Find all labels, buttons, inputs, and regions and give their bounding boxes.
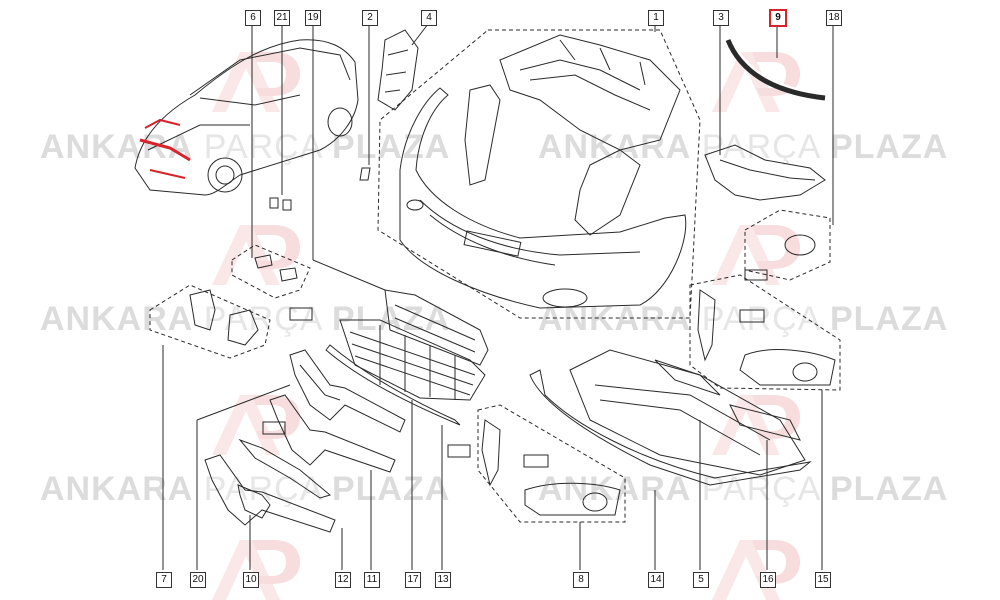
- callout-21[interactable]: 21: [274, 10, 290, 26]
- callout-3[interactable]: 3: [713, 10, 729, 26]
- bracket-right: [574, 149, 641, 236]
- leader-lines: [162, 23, 834, 570]
- part-19-grille: [384, 289, 489, 366]
- front-bumper-cover: [399, 87, 687, 309]
- callout-9-selected[interactable]: 9: [769, 9, 787, 27]
- part-7-group: [149, 284, 271, 359]
- part-4-bracket: [377, 29, 419, 111]
- part-2-clip: [359, 167, 371, 181]
- callout-7[interactable]: 7: [156, 572, 172, 588]
- callout-19[interactable]: 19: [305, 10, 321, 26]
- part-11-frame: [269, 394, 396, 473]
- callout-2[interactable]: 2: [362, 10, 378, 26]
- car-illustration: [134, 39, 359, 196]
- watermark-logo: [212, 52, 800, 600]
- part-21-clip: [269, 197, 279, 209]
- callout-11[interactable]: 11: [364, 572, 380, 588]
- callout-18[interactable]: 18: [826, 10, 842, 26]
- callout-5[interactable]: 5: [693, 572, 709, 588]
- callout-8[interactable]: 8: [573, 572, 589, 588]
- part-8-group: [477, 404, 626, 523]
- part-16-strip: [654, 359, 721, 396]
- part-13-strip: [325, 344, 461, 426]
- callout-4[interactable]: 4: [421, 10, 437, 26]
- part-3-bracket: [704, 144, 826, 201]
- callout-13[interactable]: 13: [435, 572, 451, 588]
- part-12-strip: [238, 438, 332, 499]
- part-9-trim: [725, 39, 826, 101]
- callout-14[interactable]: 14: [648, 572, 664, 588]
- callout-12[interactable]: 12: [335, 572, 351, 588]
- part-17-grille: [339, 319, 486, 401]
- part-10-frame: [204, 454, 336, 533]
- callout-10[interactable]: 10: [243, 572, 259, 588]
- part-14-lip: [529, 369, 812, 486]
- part-15-group: [689, 274, 841, 391]
- callout-16[interactable]: 16: [760, 572, 776, 588]
- part-20-frame: [289, 349, 406, 433]
- callout-15[interactable]: 15: [815, 572, 831, 588]
- callout-20[interactable]: 20: [190, 572, 206, 588]
- bracket-left: [464, 84, 501, 186]
- callout-6[interactable]: 6: [245, 10, 261, 26]
- upper-crossmember: [499, 34, 681, 151]
- callout-17[interactable]: 17: [405, 572, 421, 588]
- bumper-assembly-group: [377, 29, 701, 319]
- part-5-undertray: [569, 349, 806, 476]
- callout-1[interactable]: 1: [648, 10, 664, 26]
